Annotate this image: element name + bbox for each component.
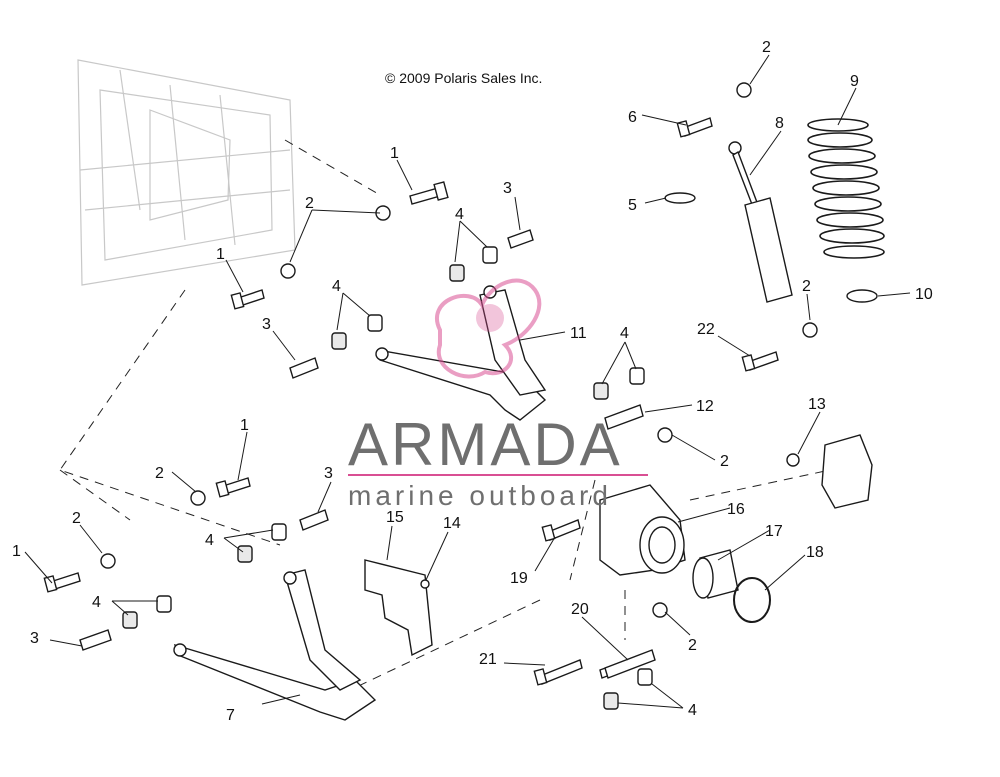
bearing-carrier	[599, 484, 686, 576]
watermark-rule	[348, 474, 648, 476]
callout-4: 4	[688, 702, 697, 719]
callout-20: 20	[571, 601, 589, 618]
bushings	[79, 229, 656, 710]
nuts	[100, 82, 818, 618]
callout-4: 4	[92, 594, 101, 611]
watermark-logo	[435, 278, 542, 379]
callout-1: 1	[12, 543, 21, 560]
washer	[664, 192, 696, 204]
callout-7: 7	[226, 707, 235, 724]
callout-22: 22	[697, 321, 715, 338]
callout-8: 8	[775, 115, 784, 132]
callout-2: 2	[688, 637, 697, 654]
bracket-plate	[364, 559, 433, 657]
callout-2: 2	[72, 510, 81, 527]
leader-lines	[24, 54, 911, 709]
callout-19: 19	[510, 570, 528, 587]
callout-3: 3	[30, 630, 39, 647]
callout-4: 4	[620, 325, 629, 342]
callout-6: 6	[628, 109, 637, 126]
coil-spring	[807, 118, 885, 259]
callout-16: 16	[727, 501, 745, 518]
callout-12: 12	[696, 398, 714, 415]
shock-absorber	[728, 141, 793, 303]
callout-2: 2	[802, 278, 811, 295]
spring-retainer	[846, 289, 878, 303]
callout-1: 1	[390, 145, 399, 162]
callout-21: 21	[479, 651, 497, 668]
bolts	[43, 117, 779, 686]
callout-14: 14	[443, 515, 461, 532]
callout-3: 3	[503, 180, 512, 197]
vehicle-frame	[77, 59, 296, 286]
callout-13: 13	[808, 396, 826, 413]
callout-2: 2	[305, 195, 314, 212]
upper-a-arm	[375, 285, 547, 421]
brake-caliper	[821, 434, 873, 509]
wheel-bearing	[692, 549, 739, 599]
snap-ring	[733, 577, 771, 623]
callout-5: 5	[628, 197, 637, 214]
watermark-tagline: marine outboard	[348, 480, 612, 511]
watermark: ARMADA marine outboard	[348, 278, 648, 511]
callout-15: 15	[386, 509, 404, 526]
callout-2: 2	[762, 39, 771, 56]
callout-4: 4	[455, 206, 464, 223]
callout-4: 4	[205, 532, 214, 549]
callout-18: 18	[806, 544, 824, 561]
callout-17: 17	[765, 523, 783, 540]
callout-labels: 1 2 3 4 1 4 3 11 4 12 2 6 8 9 5 2 10 22 …	[12, 39, 933, 724]
callout-3: 3	[262, 316, 271, 333]
callout-2: 2	[720, 453, 729, 470]
callout-4: 4	[332, 278, 341, 295]
watermark-brand: ARMADA	[348, 411, 623, 478]
callout-10: 10	[915, 286, 933, 303]
copyright-notice: © 2009 Polaris Sales Inc.	[385, 70, 542, 86]
callout-11: 11	[570, 325, 587, 342]
callout-1: 1	[240, 417, 249, 434]
callout-2: 2	[155, 465, 164, 482]
callout-1: 1	[216, 246, 225, 263]
callout-3: 3	[324, 465, 333, 482]
lower-a-arm	[173, 569, 377, 721]
assembly-lines	[59, 139, 831, 691]
callout-9: 9	[850, 73, 859, 90]
